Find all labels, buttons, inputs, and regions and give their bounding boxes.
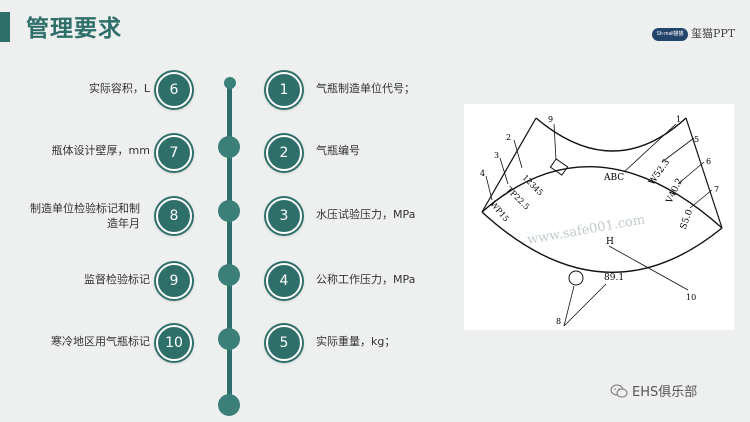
- right-item-badge-5: 5: [266, 325, 302, 361]
- stamp-circle: [568, 270, 584, 286]
- timeline-dot: [218, 136, 240, 158]
- right-item-label-4: 公称工作压力，MPa: [316, 273, 416, 286]
- brand-logo: Sh·mall猫猫: [652, 28, 688, 41]
- left-item-label-6: 实际容积，L: [88, 82, 150, 95]
- timeline-dot: [218, 264, 240, 286]
- left-item-badge-7: 7: [156, 135, 192, 171]
- timeline-dot: [218, 394, 240, 416]
- left-item-badge-9: 9: [156, 263, 192, 299]
- callout-9: 9: [548, 115, 553, 124]
- mark-tp: TP22.5: [505, 185, 532, 212]
- mark-abc: ABC: [603, 173, 624, 183]
- cylinder-stamp-diagram: ABC W52.3 V40.2 S5.0 12345 TP22.5 WP15 H…: [464, 104, 734, 330]
- mark-serial: 12345: [521, 173, 545, 197]
- timeline-dot: [224, 77, 236, 89]
- right-item-label-2: 气瓶编号: [316, 144, 360, 157]
- title-accent-bar: [0, 12, 10, 42]
- left-item-badge-8: 8: [156, 198, 192, 234]
- callout-4: 4: [480, 169, 485, 178]
- brand-name: 玺猫PPT: [691, 27, 736, 40]
- right-item-label-1: 气瓶制造单位代号；: [316, 82, 415, 95]
- callout-10: 10: [686, 293, 696, 302]
- right-item-badge-3: 3: [266, 198, 302, 234]
- source-watermark: EHS俱乐部: [610, 381, 697, 400]
- left-item-label-10: 寒冷地区用气瓶标记: [51, 335, 150, 348]
- timeline-dot: [218, 200, 240, 222]
- right-item-badge-4: 4: [266, 263, 302, 299]
- callout-5: 5: [694, 135, 699, 144]
- right-item-badge-2: 2: [266, 135, 302, 171]
- mark-h: H: [606, 237, 614, 247]
- callout-3: 3: [494, 151, 499, 160]
- callout-7: 7: [714, 185, 719, 194]
- left-item-label-8: 制造单位检验标记和制造年月: [30, 202, 140, 230]
- left-item-label-7: 瓶体设计壁厚，mm: [51, 144, 150, 157]
- watermark-text: EHS俱乐部: [632, 385, 698, 400]
- callout-6: 6: [706, 157, 711, 166]
- right-item-label-3: 水压试验压力，MPa: [316, 208, 416, 221]
- callout-8: 8: [556, 317, 561, 326]
- right-item-badge-1: 1: [266, 72, 302, 108]
- page-title: 管理要求: [26, 16, 122, 42]
- mark-w: W52.3: [647, 157, 672, 187]
- callout-1: 1: [676, 115, 681, 124]
- mark-num: 89.1: [604, 273, 624, 283]
- diagram-watermark: www.safe001.com: [526, 212, 646, 247]
- mark-v: V40.2: [664, 177, 685, 206]
- callout-2: 2: [506, 133, 511, 142]
- left-item-label-9: 监督检验标记: [84, 273, 150, 286]
- stamp-box: [549, 158, 569, 176]
- left-item-badge-6: 6: [156, 72, 192, 108]
- mark-s: S5.0: [679, 208, 695, 231]
- right-item-label-5: 实际重量，kg；: [316, 335, 396, 348]
- left-item-badge-10: 10: [156, 325, 192, 361]
- timeline-dot: [218, 328, 240, 350]
- wechat-icon: [610, 384, 628, 397]
- timeline-line: [227, 83, 232, 405]
